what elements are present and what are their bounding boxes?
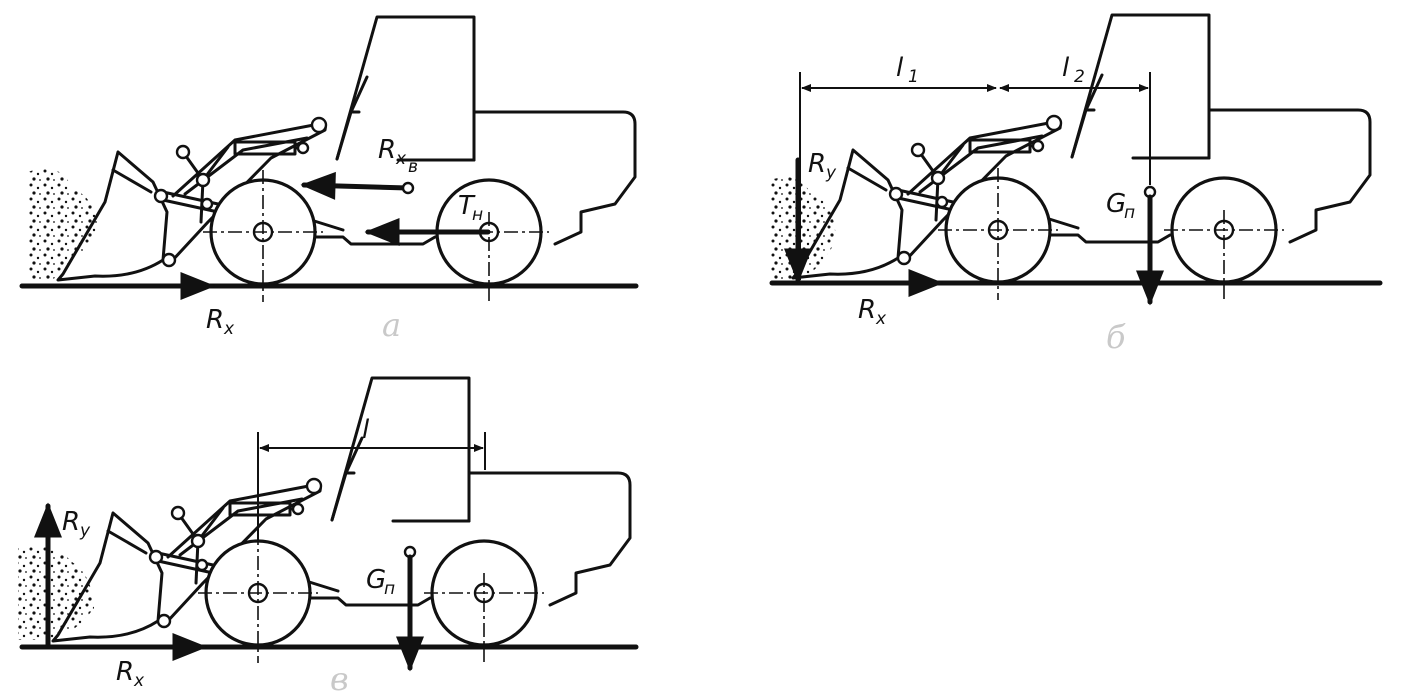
loader-machine <box>51 376 632 665</box>
svg-text:x: x <box>223 319 235 339</box>
panel-a: R x R x в T н а <box>19 15 639 344</box>
rx-label: R <box>858 295 876 325</box>
gp-label: G <box>366 565 386 595</box>
panel-a-caption: а <box>382 306 401 344</box>
tn-label: T <box>458 191 476 221</box>
rxb-label: R <box>378 135 396 165</box>
svg-text:п: п <box>384 579 395 599</box>
svg-text:2: 2 <box>1074 67 1085 87</box>
loader-machine <box>56 15 637 304</box>
panel-b-caption: б <box>1106 318 1126 356</box>
svg-text:x: x <box>133 671 145 691</box>
svg-text:н: н <box>472 205 483 225</box>
svg-text:x: x <box>875 309 887 329</box>
ry-label: R <box>62 507 80 537</box>
svg-text:y: y <box>79 521 91 541</box>
l1-label: l <box>896 53 904 83</box>
rx-label: R <box>206 305 224 335</box>
l-label: l <box>362 415 370 445</box>
l2-label: l <box>1062 53 1070 83</box>
svg-text:x: x <box>395 149 407 169</box>
ry-label: R <box>808 149 826 179</box>
svg-text:1: 1 <box>908 67 919 87</box>
soil-pile <box>18 545 94 640</box>
loader-machine <box>791 13 1372 302</box>
svg-text:y: y <box>825 163 837 183</box>
svg-text:в: в <box>408 157 418 177</box>
rxb-arrow <box>300 171 411 200</box>
panel-c: l R y R x G п в <box>18 376 639 697</box>
svg-text:п: п <box>1124 203 1135 223</box>
soil-pile <box>28 168 98 280</box>
rx-label: R <box>116 657 134 687</box>
gp-label: G <box>1106 189 1126 219</box>
panel-b: l 1 l 2 R y R x G п б <box>769 13 1383 356</box>
panel-c-caption: в <box>330 660 349 697</box>
